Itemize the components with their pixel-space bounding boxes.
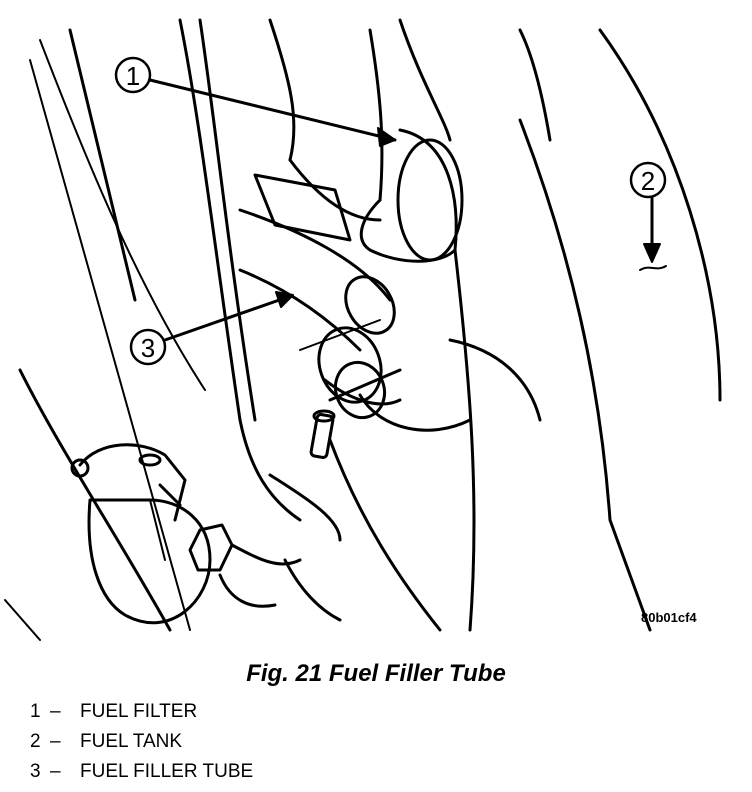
fuel-filter-housing [70,443,212,625]
callout-2-number: 2 [641,166,655,196]
fuel-filler-tube-illustration: 1 2 3 [4,18,722,641]
legend-separator: – [50,701,61,722]
frame-rail-lines [4,18,257,641]
legend-label: FUEL FILLER TUBE [80,761,254,782]
callout-3: 3 [129,291,294,366]
legend-item: 2–FUEL TANK [30,730,253,760]
legend-number: 1 [30,701,41,722]
legend-number: 2 [30,731,41,752]
callout-1: 1 [114,56,397,147]
body-panel-lines [268,18,552,222]
legend-separator: – [50,731,61,752]
legend-item: 3–FUEL FILLER TUBE [30,760,253,790]
callout-3-number: 3 [141,333,155,363]
image-reference-code: 80b01cf4 [641,610,697,625]
legend-item: 1–FUEL FILTER [30,700,253,730]
legend-number: 3 [30,761,41,782]
filler-hose [238,208,402,420]
retaining-pin [309,409,336,459]
legend-separator: – [50,761,61,782]
callout-2: 2 [629,161,667,271]
fitting-nut [188,523,342,622]
figure-caption: Fig. 21 Fuel Filler Tube [246,660,506,687]
callout-1-number: 1 [126,61,140,91]
legend-label: FUEL TANK [80,731,183,752]
legend-list: 1–FUEL FILTER 2–FUEL TANK 3–FUEL FILLER … [30,700,253,790]
legend-label: FUEL FILTER [80,701,198,722]
fuel-tank-outline [453,28,722,632]
mounting-bracket [238,173,352,542]
filler-tube-body [328,128,542,632]
